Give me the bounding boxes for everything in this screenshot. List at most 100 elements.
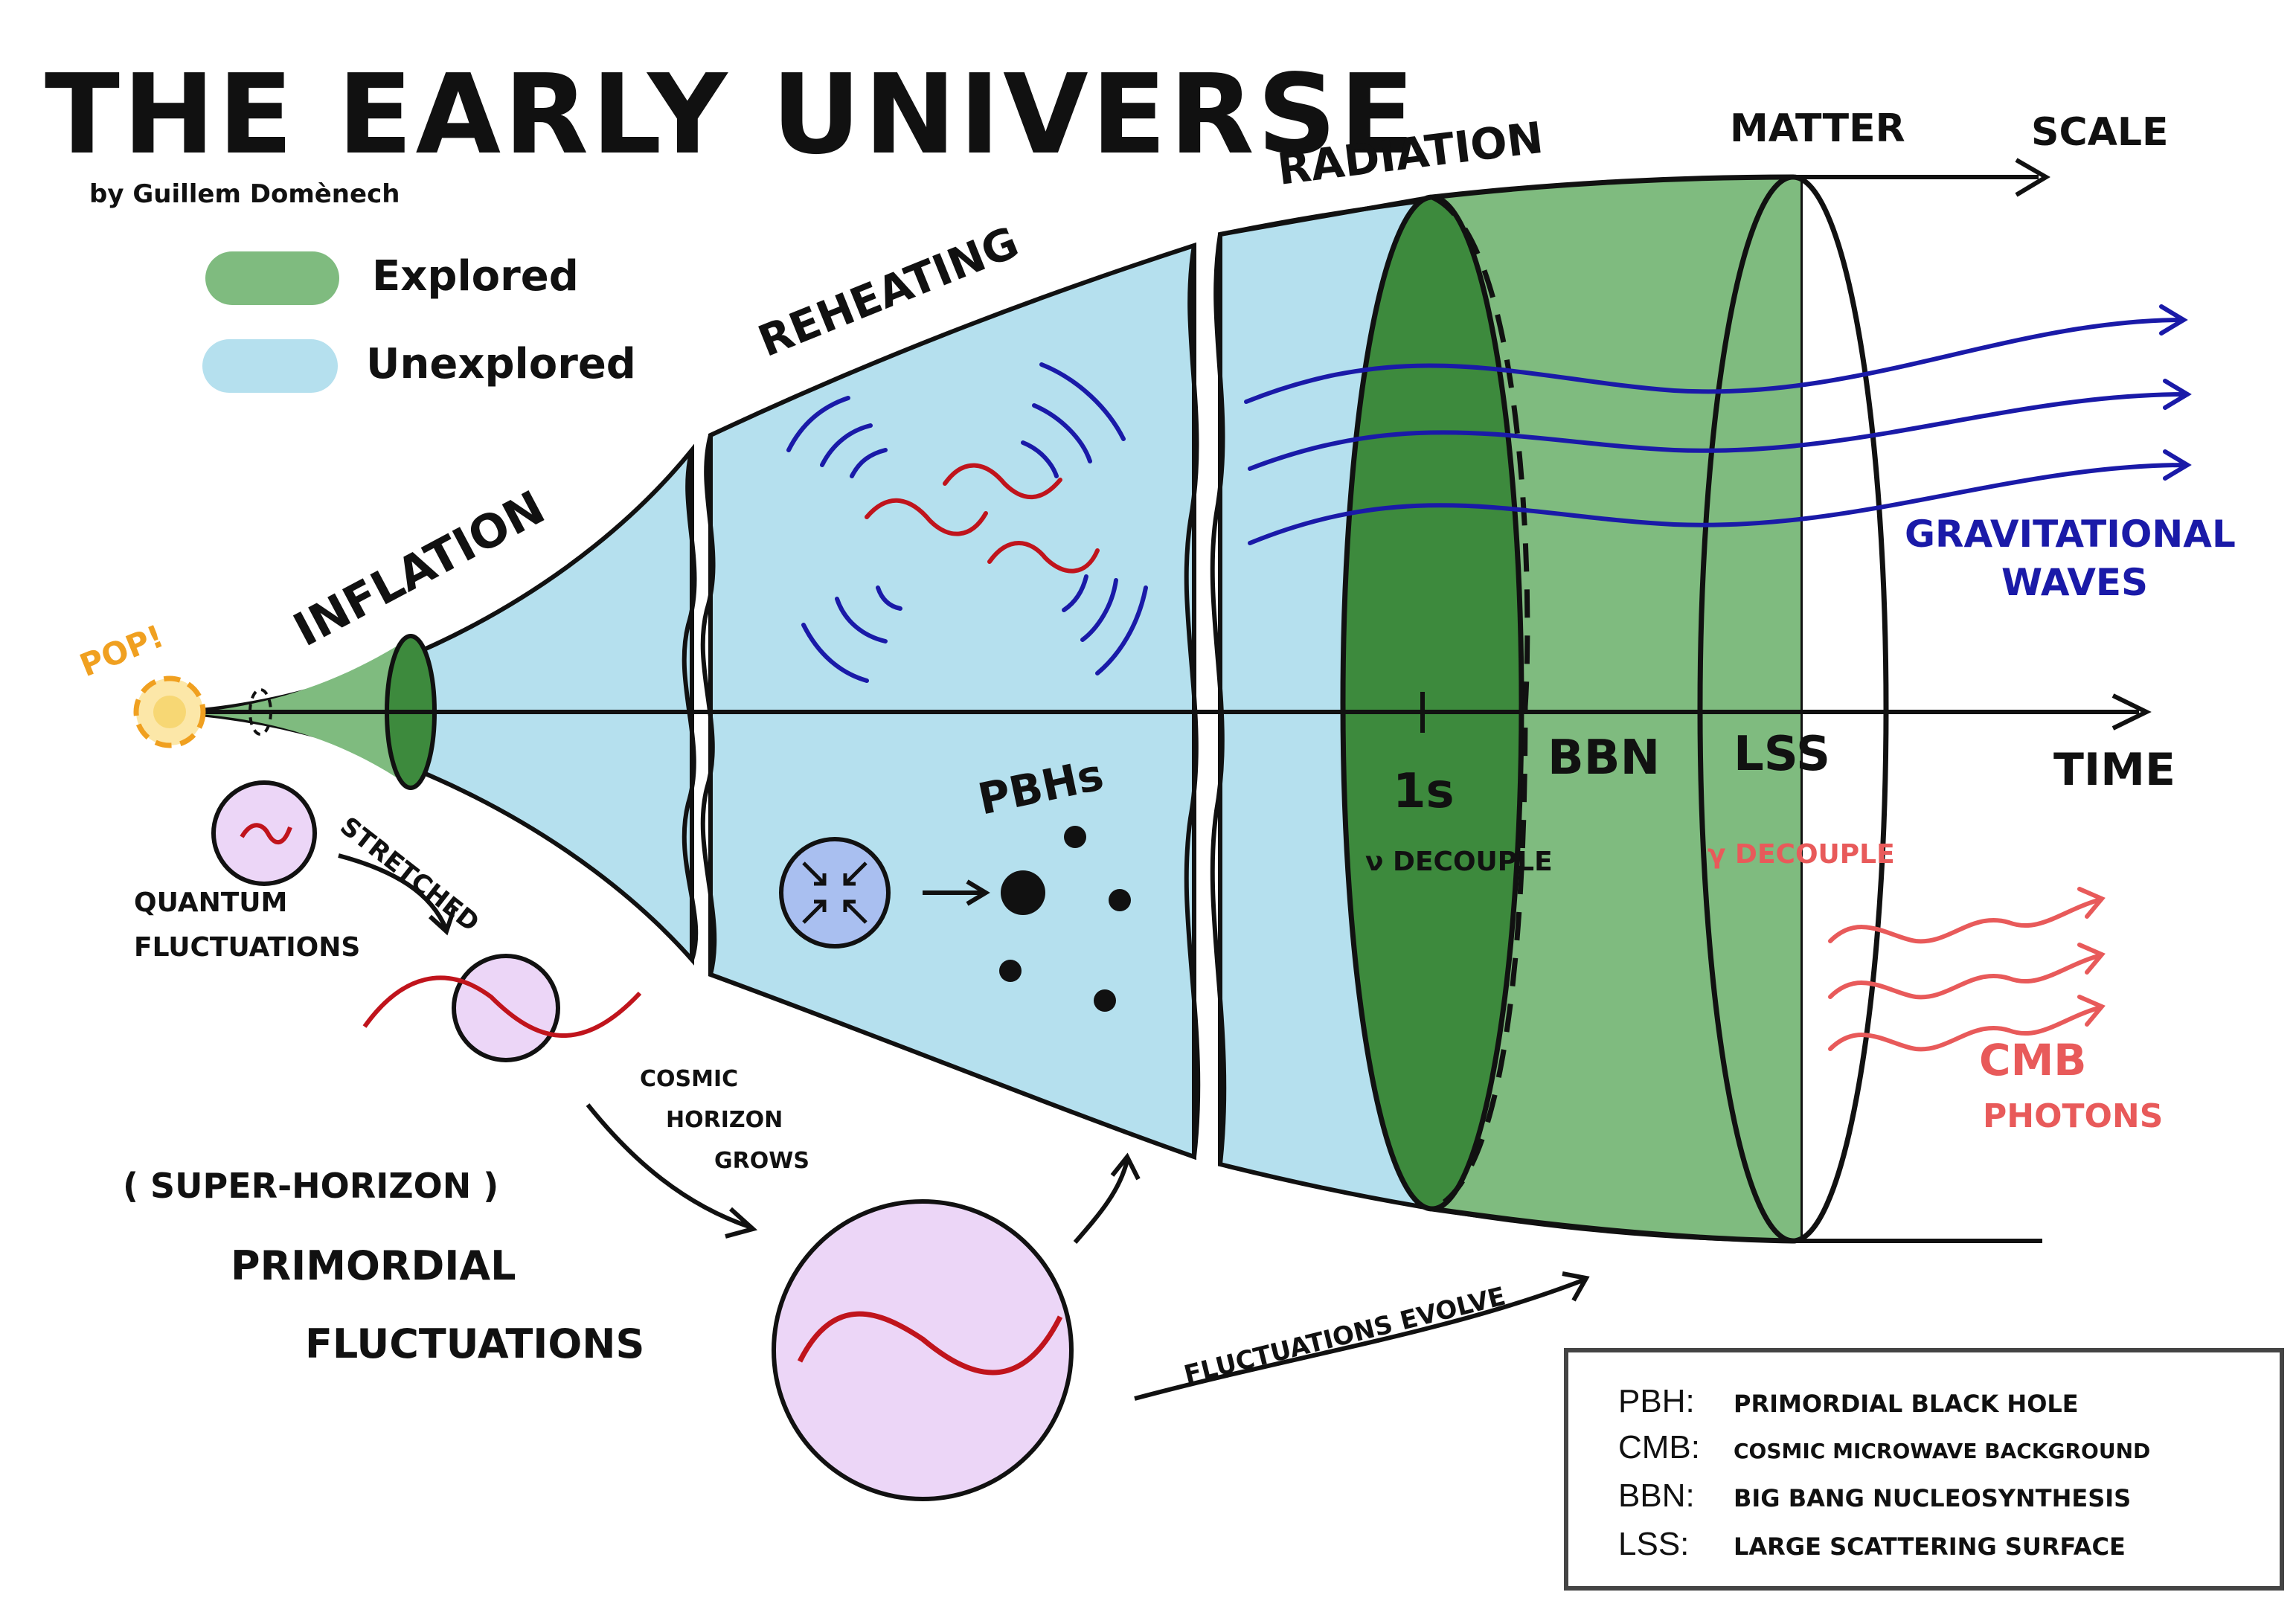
glossary-text-pbh: PRIMORDIAL BLACK HOLE	[1734, 1390, 2079, 1418]
gw-arc-8	[835, 597, 888, 643]
gw-arc-4	[1039, 362, 1126, 441]
gw-arc-5	[1032, 403, 1092, 463]
black-hole-4	[1094, 989, 1116, 1012]
red-wave-3	[987, 541, 1100, 574]
red-wave-2	[943, 463, 1062, 500]
glossary-abbr-pbh: PBH:	[1618, 1383, 1695, 1419]
primordial-label: PRIMORDIAL	[231, 1242, 516, 1289]
author-credit: by Guillem Domènech	[89, 179, 400, 209]
glossary-abbr-bbn: BBN:	[1618, 1477, 1695, 1514]
cmb-wave-3	[1828, 1006, 2100, 1052]
red-wave-1	[865, 498, 988, 536]
cmb-arrowhead-2	[2077, 943, 2106, 975]
gw-arc-6	[1021, 440, 1059, 478]
horizon-bubble	[772, 1199, 1074, 1501]
black-hole-3	[999, 960, 1022, 982]
break-line-4	[1210, 234, 1227, 1165]
matter-top-edge	[1431, 174, 1794, 200]
gw-line-2	[1248, 392, 2190, 471]
legend-unexplored-swatch	[202, 339, 338, 393]
super-horizon-label: ( SUPER-HORIZON )	[123, 1166, 498, 1206]
black-hole-2	[1109, 889, 1131, 911]
glossary-box: PBH: PRIMORDIAL BLACK HOLE CMB: COSMIC M…	[1564, 1348, 2284, 1591]
grow-arrow	[1073, 1160, 1129, 1244]
big-bang-pop: POP!	[74, 617, 206, 748]
photons-label: PHOTONS	[1983, 1097, 2163, 1135]
evolve-label: FLUCTUATIONS EVOLVE	[1181, 1282, 1509, 1390]
stretched-arrowhead	[428, 908, 456, 936]
reheating-gw-arcs	[786, 362, 1148, 683]
legend-explored-swatch	[205, 251, 339, 305]
horizon-wave	[797, 1311, 1063, 1376]
cmb-arrowhead-3	[2077, 995, 2106, 1027]
gw-line-3	[1248, 463, 2190, 545]
cmb-photon-waves	[1828, 887, 2106, 1052]
gw-arc-12	[1062, 574, 1088, 612]
break-line-3	[1184, 245, 1201, 1158]
gw-arrowhead-3	[2163, 449, 2192, 481]
glossary-text-bbn: BIG BANG NUCLEOSYNTHESIS	[1734, 1484, 2131, 1512]
axis-scale-label: SCALE	[2031, 110, 2169, 155]
neutrino-decouple-label: ν DECOUPLE	[1365, 847, 1553, 877]
glossary-abbr-lss: LSS:	[1618, 1526, 1689, 1562]
horizon-label-1: COSMIC	[640, 1066, 738, 1092]
epoch-matter-label: MATTER	[1730, 106, 1905, 151]
black-hole-large	[1001, 870, 1045, 915]
glossary-abbr-cmb: CMB:	[1618, 1429, 1700, 1466]
axes: TIME SCALE 1s BBN LSS	[201, 110, 2175, 1243]
fluctuations-label: FLUCTUATIONS	[305, 1320, 644, 1367]
reheating-segment	[708, 242, 1196, 1161]
matter-bottom-edge	[1431, 1206, 1794, 1244]
gw-arc-2	[820, 423, 873, 467]
gw-arc-7	[801, 623, 869, 683]
gw-label-line1: GRAVITATIONAL	[1905, 513, 2236, 556]
collapse-arrows-icon	[802, 861, 868, 924]
glossary-text-lss: LARGE SCATTERING SURFACE	[1734, 1532, 2126, 1561]
pop-label: POP!	[74, 617, 168, 684]
quantum-label-2: FLUCTUATIONS	[134, 932, 360, 963]
cmb-wave-2	[1828, 954, 2100, 1000]
page-title: THE EARLY UNIVERSE	[45, 51, 1417, 179]
gw-line-1	[1244, 318, 2186, 404]
break-line-2	[700, 434, 717, 975]
glossary-text-cmb: COSMIC MICROWAVE BACKGROUND	[1734, 1439, 2150, 1463]
radiation-top-line	[1219, 195, 1433, 237]
horizon-label-3: GROWS	[714, 1148, 809, 1174]
cmb-wave-1	[1828, 898, 2100, 944]
gw-arc-11	[1080, 578, 1118, 642]
explored-region	[1432, 177, 1800, 1241]
black-hole-1	[1064, 826, 1086, 848]
gw-arc-3	[850, 448, 888, 478]
horizon-label-2: HORIZON	[666, 1107, 783, 1133]
evolve-arrow	[1134, 1277, 1586, 1401]
legend: Explored Unexplored	[202, 251, 636, 393]
axis-lss-label: LSS	[1734, 727, 1830, 782]
stretched-label: STRETCHED	[334, 812, 484, 938]
legend-explored-label: Explored	[372, 252, 579, 301]
gw-arrowhead-1	[2159, 304, 2188, 336]
evolve-arrowhead	[1562, 1271, 1590, 1302]
cmb-arrowhead-1	[2077, 887, 2106, 919]
one-second-dashed-back	[1431, 194, 1530, 1212]
gw-arc-1	[786, 396, 850, 452]
photon-decouple-label: γ DECOUPLE	[1707, 839, 1895, 870]
grow-arrowhead	[1110, 1152, 1141, 1181]
axis-bbn-label: BBN	[1548, 731, 1660, 786]
pbh-arrowhead	[966, 879, 990, 906]
gw-arc-10	[1095, 585, 1148, 675]
universe-funnel	[199, 174, 1889, 1244]
one-second-ellipse	[1340, 194, 1524, 1212]
gw-arc-9	[876, 585, 902, 611]
scale-axis-arrowhead	[2015, 158, 2050, 197]
pop-core	[153, 696, 186, 728]
horizon-arrowhead	[725, 1207, 758, 1239]
legend-unexplored-label: Unexplored	[366, 340, 636, 388]
reheating-particle-waves	[865, 463, 1100, 574]
gw-arrowhead-2	[2163, 379, 2192, 410]
time-axis-arrowhead	[2111, 693, 2152, 731]
stretched-wave	[362, 975, 642, 1039]
quantum-bubble	[211, 780, 317, 886]
fluctuations: QUANTUM FLUCTUATIONS STRETCHED ( SUPER-H…	[123, 780, 1590, 1501]
stretched-arrow	[338, 853, 449, 931]
